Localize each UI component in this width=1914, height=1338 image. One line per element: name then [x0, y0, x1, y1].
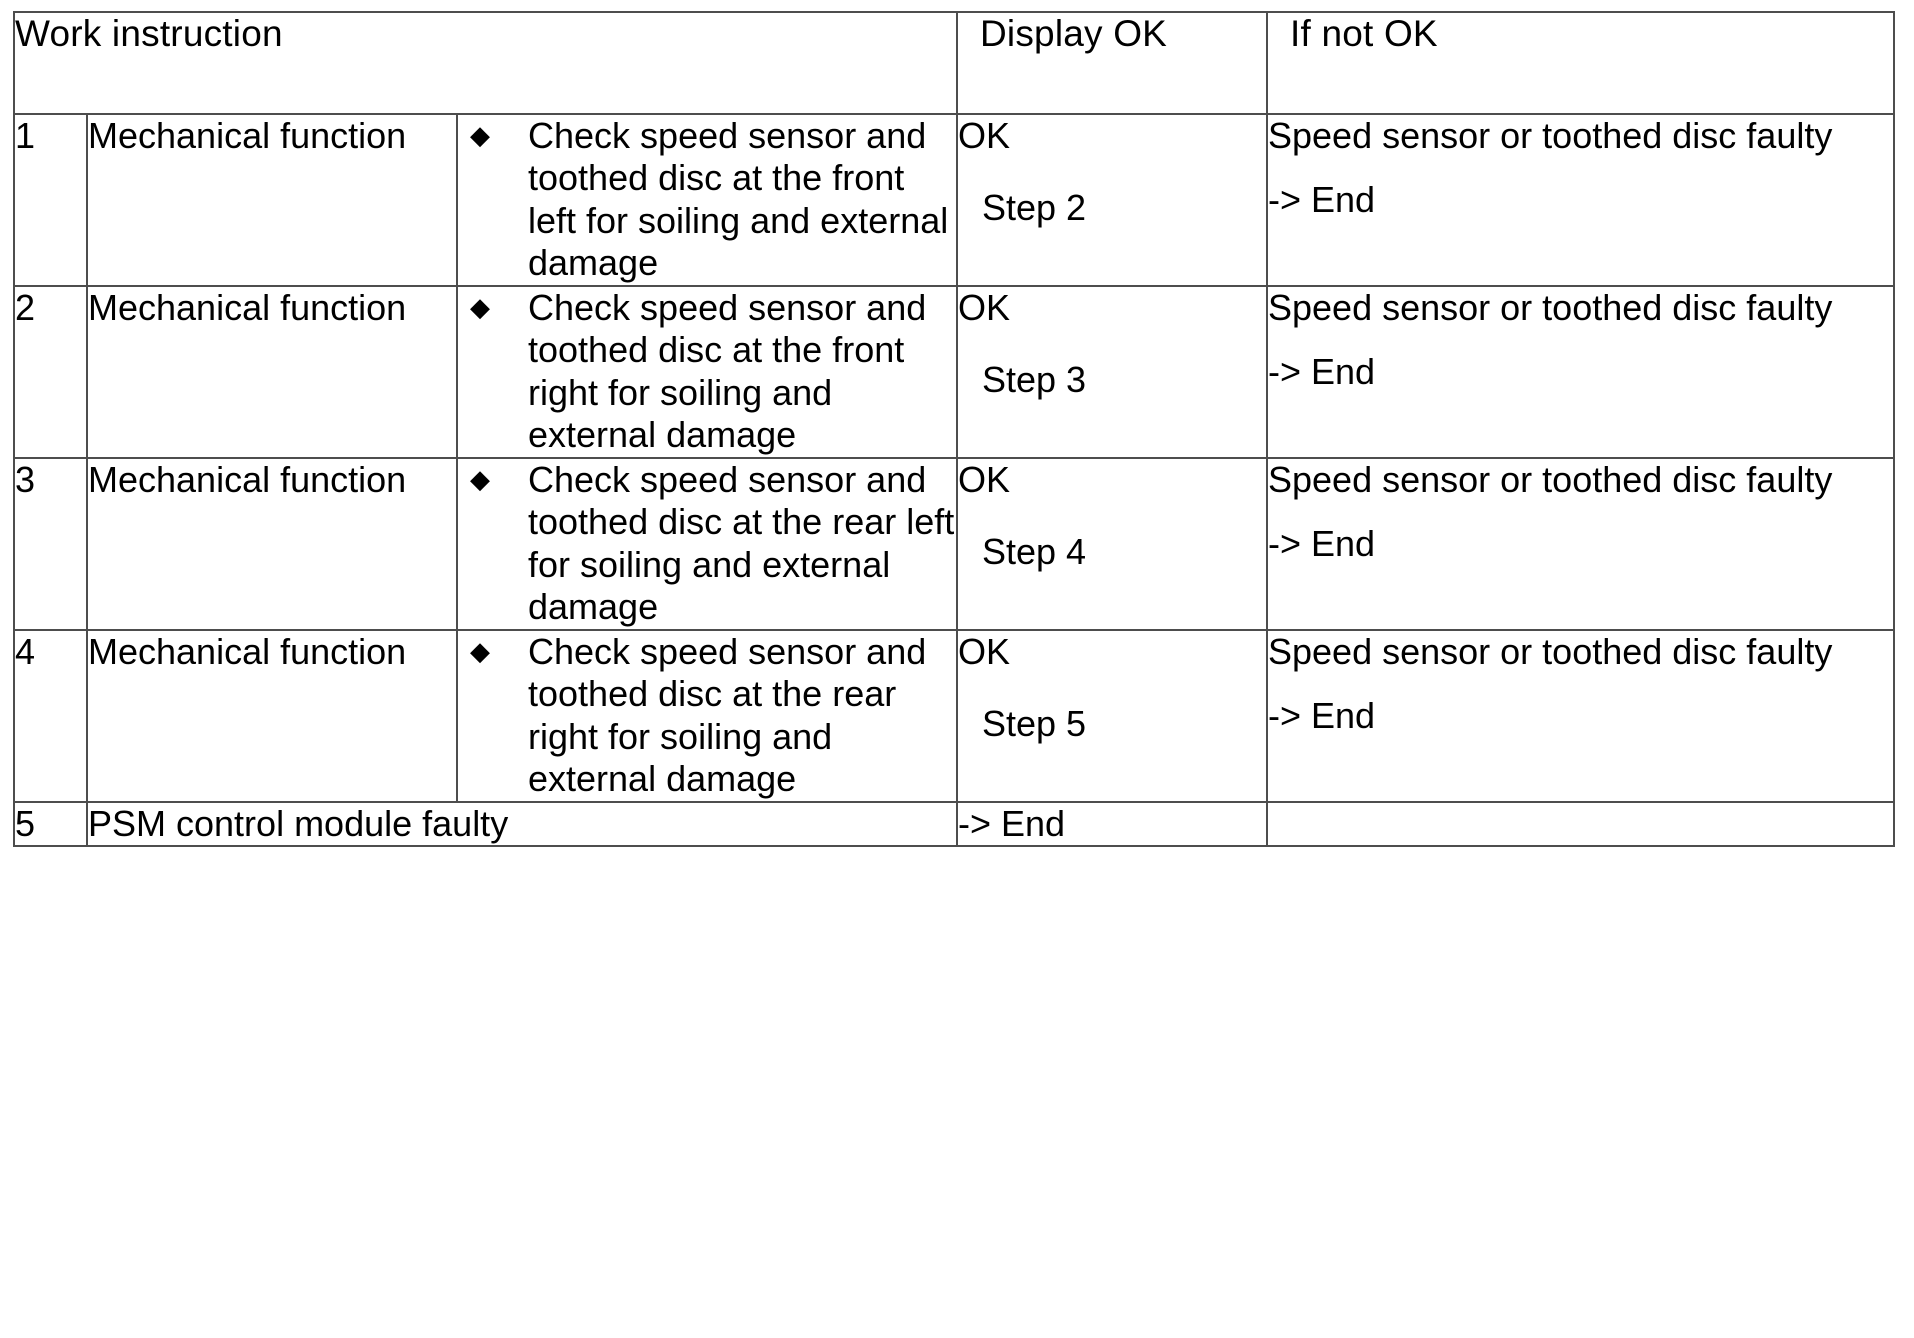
- if-not-ok-cell: Speed sensor or toothed disc faulty -> E…: [1266, 284, 1895, 459]
- next-step-label: Step 2: [982, 187, 1087, 229]
- step-name: Mechanical function: [86, 284, 458, 459]
- bullet-text: Check speed sensor and toothed disc at t…: [528, 286, 927, 456]
- if-not-ok-cell: [1266, 800, 1895, 847]
- diamond-bullet-icon: ◆: [470, 463, 490, 494]
- fault-description: Speed sensor or toothed disc faulty: [1268, 630, 1833, 672]
- table-row: 3 Mechanical function ◆ Check speed sens…: [13, 456, 1895, 631]
- table-row: 2 Mechanical function ◆ Check speed sens…: [13, 284, 1895, 459]
- step-number: 1: [13, 113, 88, 287]
- step-number: 2: [13, 284, 88, 459]
- header-display-ok: Display OK: [956, 11, 1268, 115]
- ok-label: OK: [958, 115, 1011, 156]
- display-ok-cell: -> End: [956, 800, 1268, 847]
- ok-label: OK: [958, 630, 1011, 672]
- step-instruction-cell: ◆ Check speed sensor and toothed disc at…: [456, 456, 958, 631]
- next-step-label: Step 3: [982, 359, 1087, 401]
- display-ok-cell: OK Step 5: [956, 628, 1268, 803]
- step-instruction-cell: ◆ Check speed sensor and toothed disc at…: [456, 113, 958, 287]
- work-instruction-table: Work instruction Display OK If not OK 1 …: [13, 11, 1895, 847]
- final-fault-text: PSM control module faulty: [86, 800, 958, 847]
- next-step-label: Step 5: [982, 703, 1087, 745]
- end-label: -> End: [1268, 351, 1376, 393]
- step-name: Mechanical function: [86, 628, 458, 803]
- display-ok-cell: OK Step 4: [956, 456, 1268, 631]
- if-not-ok-cell: Speed sensor or toothed disc faulty -> E…: [1266, 456, 1895, 631]
- table-row: 4 Mechanical function ◆ Check speed sens…: [13, 628, 1895, 803]
- end-label: -> End: [1268, 695, 1376, 737]
- end-label: -> End: [1268, 523, 1376, 565]
- display-ok-cell: OK Step 2: [956, 113, 1268, 287]
- table-header-row: Work instruction Display OK If not OK: [13, 11, 1895, 115]
- bullet-item: ◆ Check speed sensor and toothed disc at…: [458, 287, 956, 457]
- if-not-ok-cell: Speed sensor or toothed disc faulty -> E…: [1266, 113, 1895, 287]
- ok-label: OK: [958, 286, 1011, 328]
- bullet-item: ◆ Check speed sensor and toothed disc at…: [458, 115, 956, 285]
- ok-label: OK: [958, 458, 1011, 500]
- bullet-item: ◆ Check speed sensor and toothed disc at…: [458, 631, 956, 801]
- fault-description: Speed sensor or toothed disc faulty: [1268, 115, 1833, 156]
- diamond-bullet-icon: ◆: [470, 291, 490, 322]
- bullet-item: ◆ Check speed sensor and toothed disc at…: [458, 459, 956, 629]
- next-step-label: Step 4: [982, 531, 1087, 573]
- header-if-not-ok: If not OK: [1266, 11, 1895, 115]
- end-label: -> End: [1268, 179, 1376, 221]
- diamond-bullet-icon: ◆: [470, 120, 490, 150]
- bullet-text: Check speed sensor and toothed disc at t…: [528, 115, 949, 284]
- fault-description: Speed sensor or toothed disc faulty: [1268, 286, 1833, 328]
- display-ok-cell: OK Step 3: [956, 284, 1268, 459]
- bullet-text: Check speed sensor and toothed disc at t…: [528, 458, 955, 628]
- header-work-instruction: Work instruction: [13, 11, 958, 115]
- step-instruction-cell: ◆ Check speed sensor and toothed disc at…: [456, 284, 958, 459]
- step-number: 4: [13, 628, 88, 803]
- table-row: 5 PSM control module faulty -> End: [13, 800, 1895, 847]
- step-instruction-cell: ◆ Check speed sensor and toothed disc at…: [456, 628, 958, 803]
- if-not-ok-cell: Speed sensor or toothed disc faulty -> E…: [1266, 628, 1895, 803]
- table-row: 1 Mechanical function ◆ Check speed sens…: [13, 113, 1895, 287]
- bullet-text: Check speed sensor and toothed disc at t…: [528, 630, 927, 800]
- diamond-bullet-icon: ◆: [470, 635, 490, 666]
- step-number: 3: [13, 456, 88, 631]
- step-name: Mechanical function: [86, 113, 458, 287]
- fault-description: Speed sensor or toothed disc faulty: [1268, 458, 1833, 500]
- step-name: Mechanical function: [86, 456, 458, 631]
- step-number: 5: [13, 800, 88, 847]
